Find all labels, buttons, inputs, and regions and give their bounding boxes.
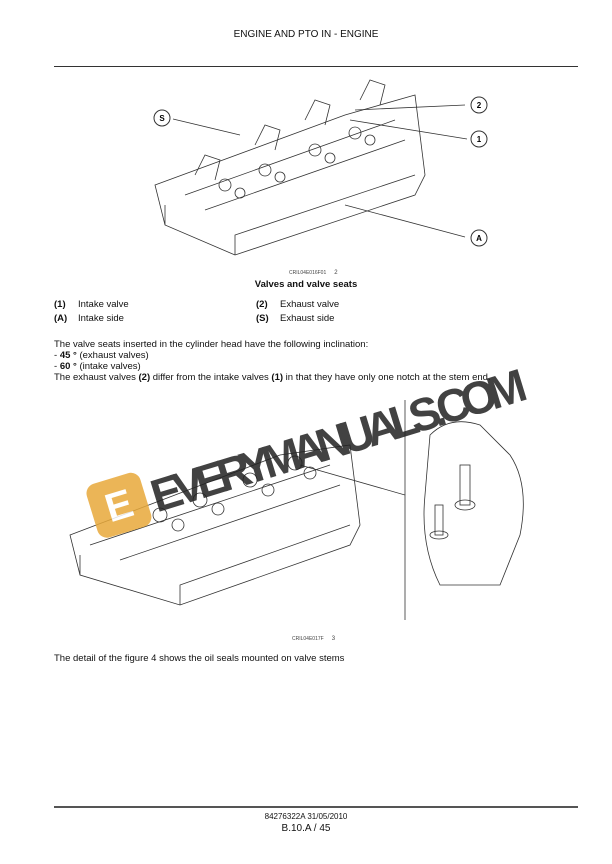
body-paragraph: The valve seats inserted in the cylinder… (54, 339, 491, 383)
legend-item: (2)Exhaust valve (256, 299, 340, 310)
callout-1: 1 (477, 135, 482, 144)
watermark-logo-icon (86, 472, 152, 538)
figure-2-illustration: S 2 1 A (153, 79, 488, 256)
legend-item: (S)Exhaust side (256, 313, 335, 324)
figure-3-illustration (69, 400, 524, 620)
detail-paragraph: The detail of the figure 4 shows the oil… (54, 653, 345, 664)
figure-2-caption: Valves and valve seats (254, 279, 358, 290)
page-header: ENGINE AND PTO IN - ENGINE (233, 29, 379, 40)
callout-s: S (159, 114, 165, 123)
legend-item: (1)Intake valve (54, 299, 129, 310)
watermark-text: EVERYMANUALS.COM (144, 358, 532, 522)
callout-a: A (476, 234, 482, 243)
callout-2: 2 (477, 101, 482, 110)
legend-item: (A)Intake side (54, 313, 124, 324)
page-number: B.10.A / 45 (281, 823, 331, 834)
watermark: E EVERYMANUALS.COM (86, 358, 533, 538)
document-number: 84276322A 31/05/2010 (264, 812, 348, 821)
header-rule (54, 66, 578, 67)
footer-rule (54, 806, 578, 808)
